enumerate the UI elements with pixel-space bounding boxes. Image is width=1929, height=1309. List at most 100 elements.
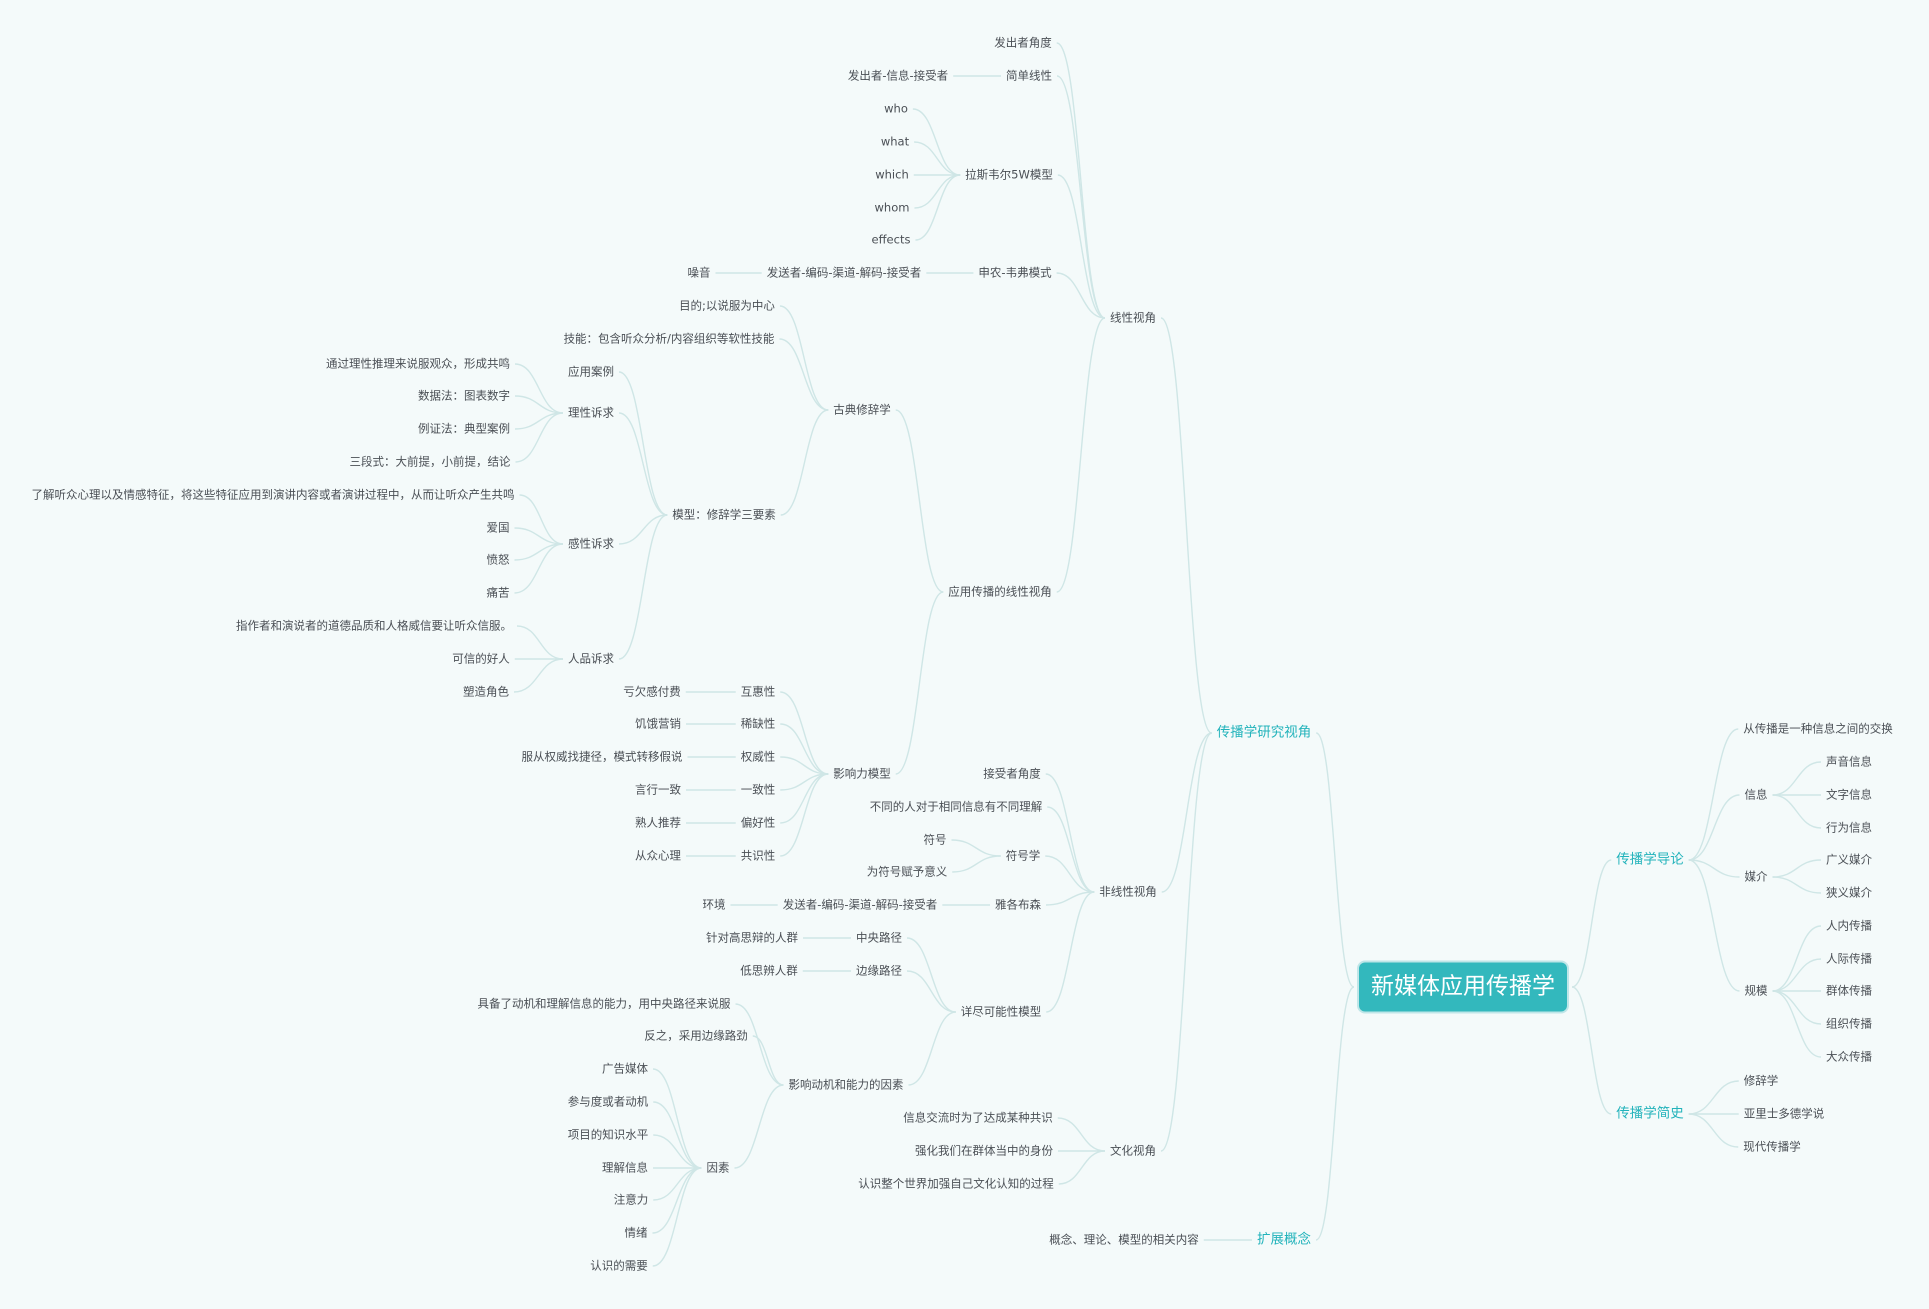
topic-cultural-perspective[interactable]: 文化视角: [1110, 1143, 1156, 1158]
node-patriotism[interactable]: 爱国: [486, 520, 510, 535]
node-example-method[interactable]: 例证法：典型案例: [418, 421, 510, 436]
node-logos-desc[interactable]: 通过理性推理来说服观众，形成共鸣: [326, 356, 510, 371]
node-factor-need-cognition[interactable]: 认识的需要: [590, 1258, 648, 1273]
node-culture-identity[interactable]: 强化我们在群体当中的身份: [915, 1143, 1053, 1158]
node-jakobson[interactable]: 雅各布森: [995, 897, 1041, 912]
node-factor-involvement[interactable]: 参与度或者动机: [567, 1094, 649, 1109]
node-liking-desc[interactable]: 熟人推荐: [635, 815, 681, 830]
node-assign-meaning[interactable]: 为符号赋予意义: [866, 864, 948, 879]
node-simple-linear[interactable]: 简单线性: [1006, 68, 1052, 83]
node-interpersonal[interactable]: 人际传播: [1826, 951, 1872, 966]
node-consistency[interactable]: 一致性: [740, 782, 776, 797]
node-factor-knowledge[interactable]: 项目的知识水平: [567, 1127, 649, 1142]
node-symbol[interactable]: 符号: [923, 832, 947, 847]
node-factor-emotion[interactable]: 情绪: [624, 1225, 648, 1240]
node-reciprocity-desc[interactable]: 亏欠感付费: [623, 684, 681, 699]
node-group[interactable]: 群体传播: [1826, 983, 1872, 998]
node-data-method[interactable]: 数据法：图表数字: [418, 388, 510, 403]
node-noise[interactable]: 噪音: [687, 265, 711, 280]
node-consensus[interactable]: 共识性: [740, 848, 776, 863]
node-ethos-desc[interactable]: 指作者和演说者的道德品质和人格威信要让听众信服。: [236, 618, 512, 633]
topic-linear-perspective[interactable]: 线性视角: [1110, 310, 1156, 325]
node-jakobson-chain[interactable]: 发送者-编码-渠道-解码-接受者: [782, 897, 938, 912]
node-who[interactable]: who: [884, 101, 908, 116]
node-culture-consensus[interactable]: 信息交流时为了达成某种共识: [903, 1110, 1053, 1125]
node-case-examples[interactable]: 应用案例: [568, 364, 614, 379]
node-applied-linear[interactable]: 应用传播的线性视角: [948, 584, 1052, 599]
node-mass[interactable]: 大众传播: [1826, 1049, 1872, 1064]
node-scale[interactable]: 规模: [1744, 983, 1768, 998]
node-pain[interactable]: 痛苦: [486, 585, 510, 600]
node-extended-desc[interactable]: 概念、理论、模型的相关内容: [1049, 1232, 1199, 1247]
node-sound-info[interactable]: 声音信息: [1826, 754, 1872, 769]
topic-introduction[interactable]: 传播学导论: [1616, 851, 1684, 868]
node-central-route-desc[interactable]: 针对高思辩的人群: [706, 930, 798, 945]
node-rhetoric-model[interactable]: 模型：修辞学三要素: [672, 507, 776, 522]
node-receiver-angle[interactable]: 接受者角度: [983, 766, 1041, 781]
node-information[interactable]: 信息: [1744, 787, 1768, 802]
node-pathos-desc[interactable]: 了解听众心理以及情感特征，将这些特征应用到演讲内容或者演讲过程中，从而让听众产生…: [31, 487, 515, 502]
node-narrow-media[interactable]: 狭义媒介: [1826, 885, 1872, 900]
node-organizational[interactable]: 组织传播: [1826, 1016, 1872, 1031]
node-credible-person[interactable]: 可信的好人: [452, 651, 510, 666]
node-logos[interactable]: 理性诉求: [568, 405, 614, 420]
node-environment[interactable]: 环境: [702, 897, 726, 912]
node-anger[interactable]: 愤怒: [486, 552, 510, 567]
node-what[interactable]: what: [880, 134, 910, 149]
topic-extended-concepts[interactable]: 扩展概念: [1257, 1231, 1311, 1248]
node-modern[interactable]: 现代传播学: [1743, 1139, 1801, 1154]
node-effects[interactable]: effects: [871, 232, 911, 247]
node-syllogism[interactable]: 三段式：大前提，小前提，结论: [349, 454, 511, 469]
node-peripheral-route[interactable]: 边缘路径: [856, 963, 902, 978]
topic-research-perspective[interactable]: 传播学研究视角: [1216, 724, 1312, 741]
node-consistency-desc[interactable]: 言行一致: [635, 782, 681, 797]
node-authority[interactable]: 权威性: [740, 749, 776, 764]
node-sender-angle[interactable]: 发出者角度: [994, 35, 1052, 50]
node-lasswell-5w[interactable]: 拉斯韦尔5W模型: [965, 167, 1053, 182]
node-reciprocity[interactable]: 互惠性: [740, 684, 776, 699]
topic-brief-history[interactable]: 传播学简史: [1616, 1105, 1684, 1122]
node-elm[interactable]: 详尽可能性模型: [960, 1004, 1042, 1019]
node-consensus-desc[interactable]: 从众心理: [635, 848, 681, 863]
node-shannon-weaver[interactable]: 申农-韦弗模式: [978, 265, 1052, 280]
node-sender-info-receiver[interactable]: 发出者-信息-接受者: [847, 68, 949, 83]
node-factors[interactable]: 因素: [706, 1160, 730, 1175]
node-whom[interactable]: whom: [874, 200, 910, 215]
node-intrapersonal[interactable]: 人内传播: [1826, 918, 1872, 933]
node-culture-cognition[interactable]: 认识整个世界加强自己文化认知的过程: [858, 1176, 1054, 1191]
node-factor-understanding[interactable]: 理解信息: [602, 1160, 648, 1175]
node-motivation-factors[interactable]: 影响动机和能力的因素: [788, 1077, 904, 1092]
node-behavior-info[interactable]: 行为信息: [1826, 820, 1872, 835]
node-shape-role[interactable]: 塑造角色: [463, 684, 509, 699]
node-factor-ad-media[interactable]: 广告媒体: [602, 1061, 648, 1076]
node-aristotle[interactable]: 亚里士多德学说: [1743, 1106, 1825, 1121]
topic-nonlinear-perspective[interactable]: 非线性视角: [1099, 884, 1157, 899]
node-motivation-peripheral[interactable]: 反之，采用边缘路劲: [644, 1028, 748, 1043]
node-which[interactable]: which: [875, 167, 909, 182]
node-purpose[interactable]: 目的;以说服为中心: [679, 298, 775, 313]
node-shannon-chain[interactable]: 发送者-编码-渠道-解码-接受者: [766, 265, 922, 280]
node-semiotics[interactable]: 符号学: [1005, 848, 1041, 863]
connector-n79-n81: [1688, 794, 1740, 861]
node-liking[interactable]: 偏好性: [740, 815, 776, 830]
node-broad-media[interactable]: 广义媒介: [1826, 852, 1872, 867]
node-rhetoric[interactable]: 修辞学: [1743, 1073, 1779, 1088]
node-scarcity[interactable]: 稀缺性: [740, 716, 776, 731]
node-central-route[interactable]: 中央路径: [856, 930, 902, 945]
node-skills[interactable]: 技能：包含听众分析/内容组织等软性技能: [563, 331, 775, 346]
root-node[interactable]: 新媒体应用传播学: [1359, 962, 1567, 1012]
node-motivation-central[interactable]: 具备了动机和理解信息的能力，用中央路径来说服: [477, 996, 731, 1011]
node-factor-attention[interactable]: 注意力: [613, 1192, 649, 1207]
node-pathos[interactable]: 感性诉求: [568, 536, 614, 551]
node-different-understanding[interactable]: 不同的人对于相同信息有不同理解: [869, 799, 1043, 814]
node-ethos[interactable]: 人品诉求: [568, 651, 614, 666]
node-media[interactable]: 媒介: [1744, 869, 1768, 884]
node-authority-desc[interactable]: 服从权威找捷径，模式转移假说: [521, 749, 683, 764]
node-text-info[interactable]: 文字信息: [1826, 787, 1872, 802]
connector-n48-n57: [1046, 891, 1095, 1013]
node-peripheral-route-desc[interactable]: 低思辨人群: [740, 963, 798, 978]
node-exchange[interactable]: 从传播是一种信息之间的交换: [1743, 721, 1893, 736]
node-scarcity-desc[interactable]: 饥饿营销: [635, 716, 681, 731]
node-influence-model[interactable]: 影响力模型: [833, 766, 891, 781]
node-classical-rhetoric[interactable]: 古典修辞学: [833, 402, 891, 417]
